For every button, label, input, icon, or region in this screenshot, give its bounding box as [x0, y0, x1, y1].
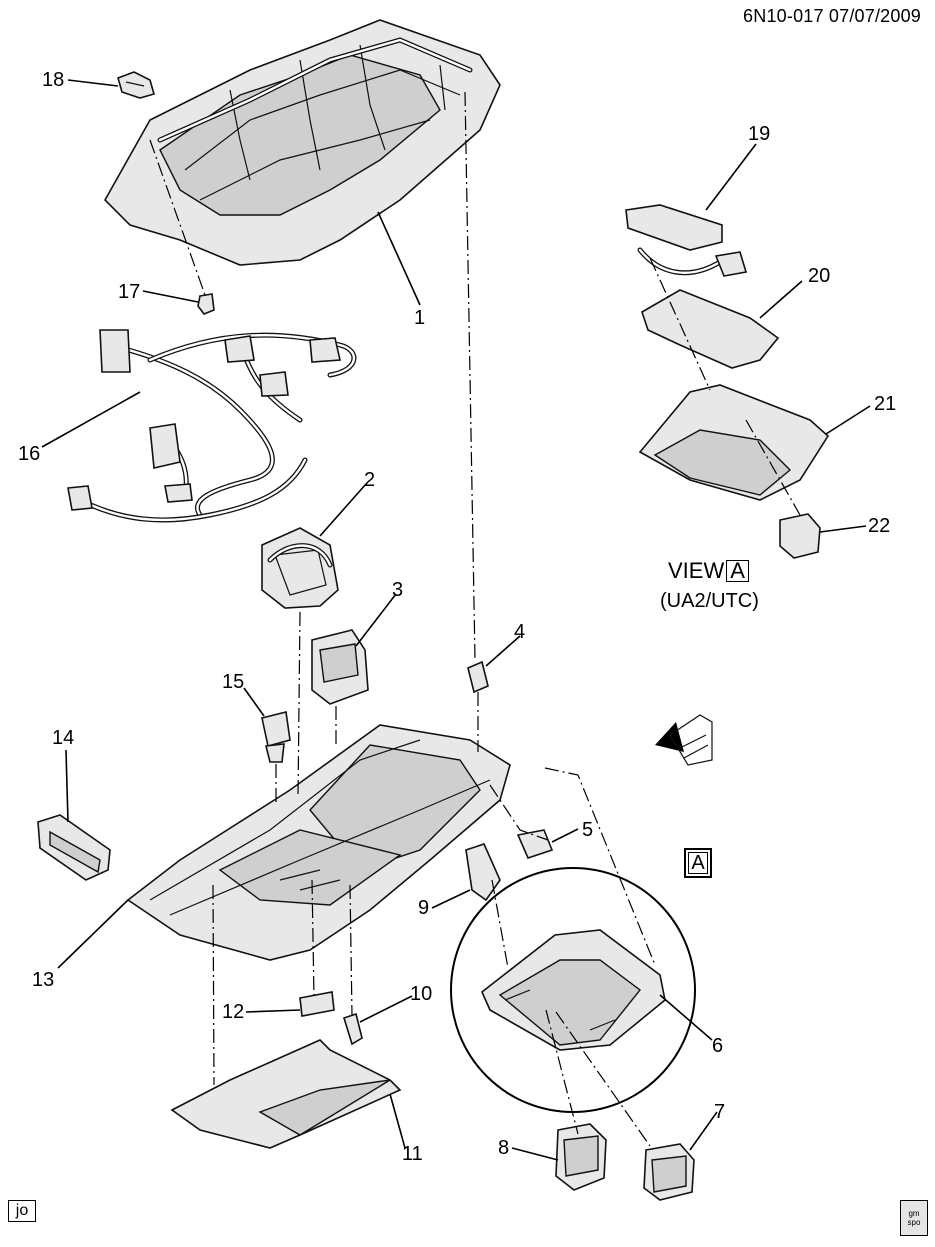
callout-5: 5	[582, 819, 594, 841]
part-10-bulb	[343, 1012, 363, 1046]
part-11-lens	[170, 1039, 402, 1149]
part-17-screw	[197, 293, 215, 315]
drawing-code: 6N10-017 07/07/2009	[743, 6, 921, 26]
part-15-bulb-socket	[261, 711, 291, 763]
callout-13: 13	[32, 969, 55, 991]
callout-9: 9	[418, 897, 430, 919]
callout-19: 19	[748, 123, 771, 145]
view-subtitle: (UA2/UTC)	[660, 590, 759, 612]
part-9-clip	[465, 843, 501, 902]
leader-lines	[41, 79, 871, 1161]
part-13-console-housing	[126, 724, 511, 961]
callout-6: 6	[712, 1035, 724, 1057]
part-2-bracket	[261, 527, 339, 609]
callout-14: 14	[52, 727, 75, 749]
part-16-wire-harness	[67, 329, 357, 523]
part-4-clip	[467, 660, 489, 694]
logo-text-top: gm	[908, 1209, 920, 1218]
part-21-console	[638, 384, 830, 501]
callout-11: 11	[402, 1143, 423, 1165]
part-5-cap	[516, 829, 554, 859]
callout-16: 16	[18, 443, 41, 465]
callout-7: 7	[714, 1101, 726, 1123]
logo-text-bottom: spo	[907, 1218, 921, 1227]
view-label-text: VIEW	[668, 558, 725, 583]
callout-12: 12	[222, 1001, 245, 1023]
callout-8: 8	[498, 1137, 510, 1159]
callout-17: 17	[118, 281, 141, 303]
callout-15: 15	[222, 671, 245, 693]
detail-marker-letter: A	[691, 852, 705, 874]
callout-10: 10	[410, 983, 433, 1005]
part-1-console-frame	[104, 19, 501, 266]
callout-22: 22	[868, 515, 891, 537]
part-18-clip	[117, 71, 155, 99]
callout-3: 3	[392, 579, 404, 601]
part-22-switch	[779, 513, 821, 559]
callout-1: 1	[414, 307, 426, 329]
part-19-module	[625, 204, 748, 277]
part-3-switch	[311, 629, 369, 705]
detail-circle-a	[450, 867, 696, 1113]
callout-20: 20	[808, 265, 831, 287]
footer-tag: jo	[8, 1200, 36, 1222]
alignment-lines	[149, 91, 801, 1147]
part-20-bracket	[641, 289, 780, 369]
callout-18: 18	[42, 69, 65, 91]
part-14-switch-bank	[37, 814, 111, 881]
part-7-switch	[643, 1143, 695, 1201]
callout-2: 2	[364, 469, 376, 491]
view-letter-box: A	[726, 560, 749, 582]
part-8-switch	[555, 1123, 607, 1191]
callout-21: 21	[874, 393, 897, 415]
callout-4: 4	[514, 621, 526, 643]
part-12-lamp	[299, 991, 335, 1017]
front-arrow-icon	[655, 714, 713, 766]
detail-marker: A	[684, 848, 712, 878]
gm-spo-logo: gm spo	[900, 1200, 928, 1236]
detail-marker-frame	[688, 852, 708, 874]
